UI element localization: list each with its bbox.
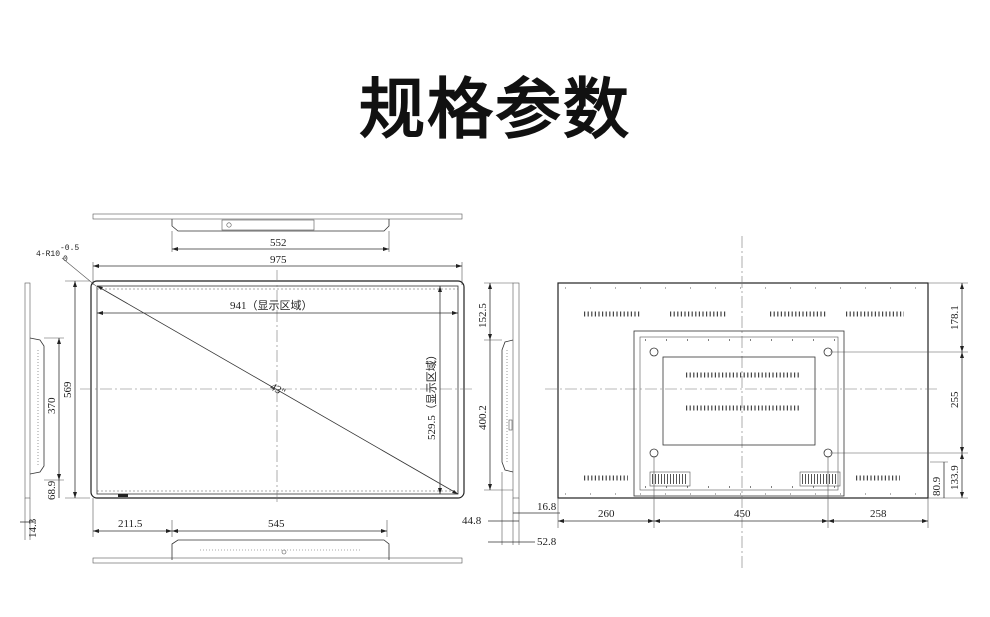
side-bracket-outline <box>501 339 514 473</box>
front-view: 552 4-R10 -0.5 0 975 43" 941（显示区域） 529.5 <box>20 213 475 564</box>
top-bracket-hole <box>226 222 232 228</box>
rear-view: 178.1 255 133.9 80.9 260 450 258 <box>545 236 968 568</box>
dim-52-8: 52.8 <box>537 536 557 548</box>
mount-hole <box>649 448 659 458</box>
inner-plate <box>662 356 816 446</box>
bottom-view-strip <box>92 557 463 564</box>
corner-note-sub: 0 <box>63 255 68 264</box>
dim-552: 552 <box>270 237 287 249</box>
dim-545: 545 <box>268 518 285 530</box>
speaker-grille-right <box>799 471 841 487</box>
dim-68-9: 68.9 <box>46 480 58 500</box>
dim-16-8: 16.8 <box>537 501 557 513</box>
corner-note: 4-R10 <box>36 250 60 259</box>
dim-14-3: 14.3 <box>27 518 39 538</box>
dim-975: 975 <box>270 254 287 266</box>
left-side-view <box>24 282 31 499</box>
page-title: 规格参数 <box>359 71 631 148</box>
corner-note-sup: -0.5 <box>60 244 79 253</box>
top-bracket-outline <box>171 219 390 232</box>
dim-941: 941（显示区域） <box>230 299 313 312</box>
top-view-strip <box>92 213 463 220</box>
speaker-grille-left <box>649 471 691 487</box>
dim-400-2: 400.2 <box>477 405 489 430</box>
top-bracket-box <box>221 219 315 231</box>
dim-258: 258 <box>870 508 887 520</box>
side-panel-strip <box>512 282 520 499</box>
dim-255: 255 <box>949 391 961 408</box>
dim-450: 450 <box>734 508 751 520</box>
dim-133-9: 133.9 <box>949 465 961 490</box>
dim-178-1: 178.1 <box>949 305 961 330</box>
dim-diagonal: 43" <box>268 381 287 399</box>
display-area <box>96 285 459 495</box>
dim-44-8: 44.8 <box>462 515 482 527</box>
mount-hole <box>649 347 659 357</box>
dim-569: 569 <box>62 381 74 398</box>
dim-529-5: 529.5（显示区域） <box>425 349 438 440</box>
dim-260: 260 <box>598 508 615 520</box>
dim-80-9: 80.9 <box>931 476 943 496</box>
front-panel-outline <box>90 280 465 499</box>
bottom-bracket-outline <box>171 539 390 560</box>
left-bracket-outline <box>29 337 45 475</box>
rear-panel-outline <box>557 282 929 499</box>
vesa-mount-plate <box>633 330 845 497</box>
dim-152-5: 152.5 <box>477 303 489 328</box>
dim-370: 370 <box>46 397 58 414</box>
side-view: 152.5 400.2 16.8 44.8 52.8 <box>462 282 560 548</box>
dim-211-5: 211.5 <box>118 518 143 530</box>
